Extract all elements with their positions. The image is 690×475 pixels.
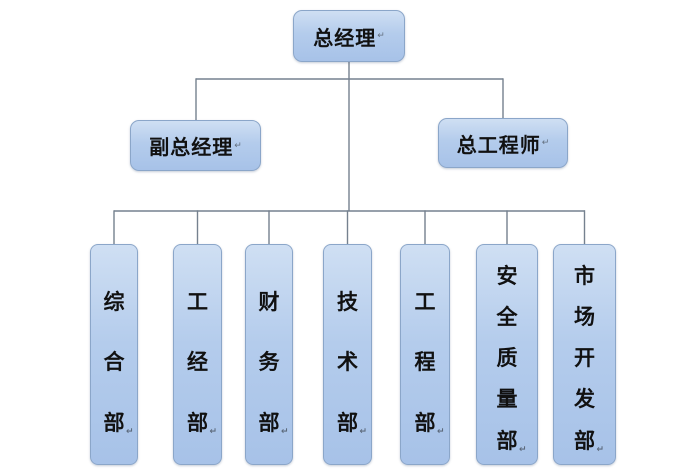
paragraph-mark: ↵	[125, 426, 134, 437]
org-box-engineering-dept: 工 程 部↵	[400, 244, 450, 465]
dept-char: 术	[337, 350, 358, 374]
org-box-technology-dept: 技 术 部↵	[323, 244, 372, 465]
dept-char: 部↵	[258, 410, 289, 437]
general-manager-label: 总经理	[313, 27, 377, 50]
dept-char: 全	[496, 304, 518, 329]
org-box-engineering-economics-dept: 工 经 部↵	[173, 244, 222, 465]
dept-char: 部↵	[103, 410, 134, 437]
dept-vertical-label: 工 经 部↵	[187, 289, 217, 437]
paragraph-mark: ↵	[377, 31, 385, 41]
dept-char: 部↵	[187, 410, 217, 437]
dept-char: 市	[574, 263, 595, 288]
dept-char: 部↵	[574, 428, 604, 455]
org-box-general-manager: 总经理↵	[293, 10, 405, 62]
org-box-chief-engineer: 总工程师↵	[438, 118, 568, 168]
paragraph-mark: ↵	[518, 444, 527, 455]
dept-char: 工	[187, 289, 208, 314]
dept-char: 场	[574, 304, 595, 329]
dept-vertical-label: 安 全 质 量 部↵	[496, 263, 527, 455]
dept-char: 安	[496, 263, 518, 288]
dept-char: 质	[496, 346, 518, 370]
dept-char: 财	[258, 289, 280, 314]
org-box-safety-quality-dept: 安 全 质 量 部↵	[476, 244, 538, 465]
dept-char: 技	[337, 289, 358, 314]
dept-char: 合	[103, 350, 125, 374]
paragraph-mark: ↵	[359, 426, 367, 437]
dept-char: 发	[574, 387, 595, 412]
dept-char: 综	[103, 289, 125, 314]
dept-char: 量	[496, 387, 518, 412]
dept-vertical-label: 综 合 部↵	[103, 289, 134, 437]
dept-char: 部↵	[496, 428, 527, 455]
dept-vertical-label: 市 场 开 发 部↵	[574, 263, 604, 455]
org-box-market-development-dept: 市 场 开 发 部↵	[553, 244, 616, 465]
deputy-general-manager-label: 副总经理	[149, 137, 234, 159]
paragraph-mark: ↵	[436, 426, 445, 437]
paragraph-mark: ↵	[209, 426, 217, 437]
org-box-deputy-general-manager: 副总经理↵	[130, 120, 261, 171]
dept-char: 开	[574, 346, 595, 370]
org-box-comprehensive-dept: 综 合 部↵	[90, 244, 138, 465]
dept-char: 部↵	[414, 410, 445, 437]
chief-engineer-label: 总工程师	[456, 134, 541, 157]
dept-char: 务	[258, 350, 280, 374]
dept-vertical-label: 技 术 部↵	[337, 289, 367, 437]
paragraph-mark: ↵	[234, 140, 242, 151]
org-box-finance-dept: 财 务 部↵	[245, 244, 293, 465]
dept-char: 工	[414, 289, 436, 314]
paragraph-mark: ↵	[541, 138, 550, 148]
dept-char: 经	[187, 350, 208, 374]
dept-char: 部↵	[337, 410, 367, 437]
dept-char: 程	[414, 350, 436, 374]
dept-vertical-label: 财 务 部↵	[258, 289, 289, 437]
paragraph-mark: ↵	[280, 426, 289, 437]
dept-vertical-label: 工 程 部↵	[414, 289, 445, 437]
paragraph-mark: ↵	[596, 444, 604, 455]
